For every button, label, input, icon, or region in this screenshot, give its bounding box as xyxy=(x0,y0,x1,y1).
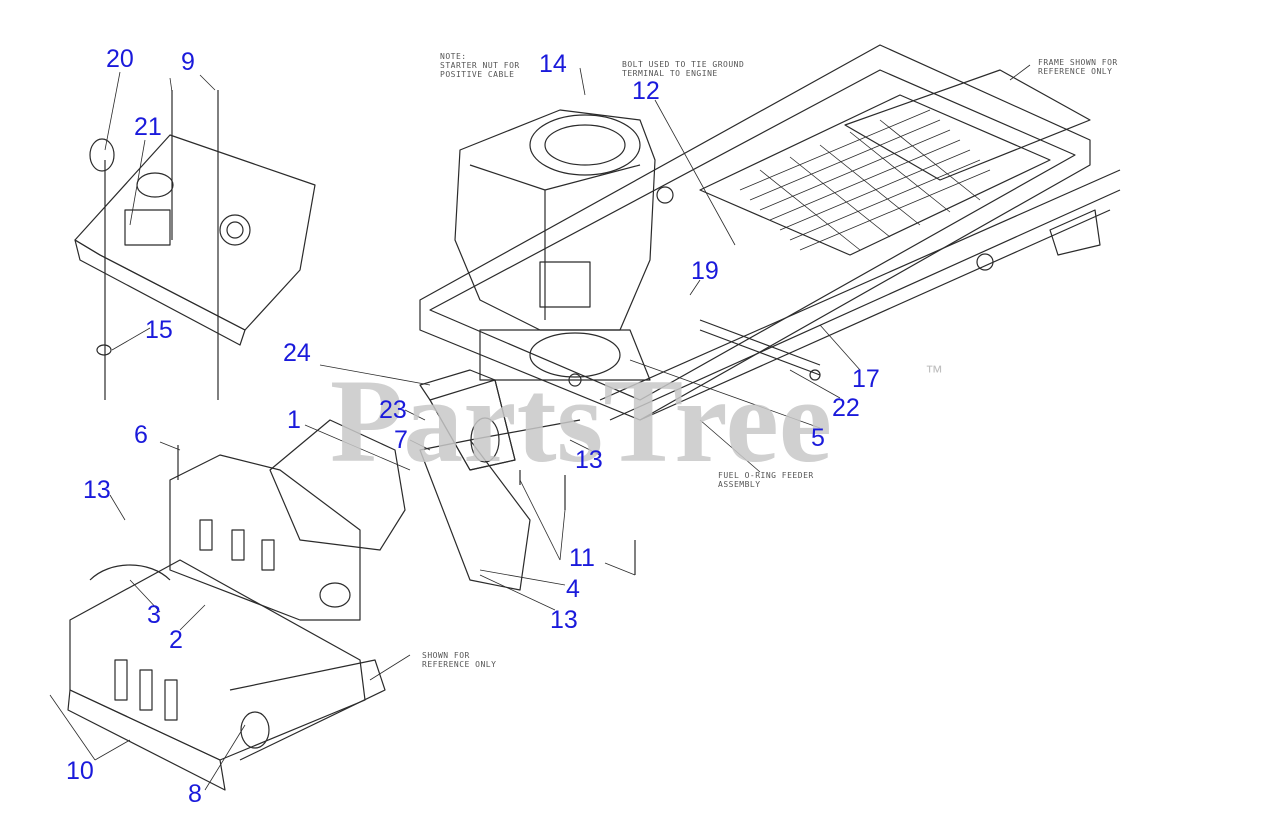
callout-3[interactable]: 3 xyxy=(147,601,161,629)
note-ground-bolt: BOLT USED TO TIE GROUND TERMINAL TO ENGI… xyxy=(622,60,745,78)
watermark: PartsTree xyxy=(330,354,832,487)
leader-lines xyxy=(49,64,1031,791)
note-shown-reference: SHOWN FOR REFERENCE ONLY xyxy=(422,651,497,669)
note-frame-reference: FRAME SHOWN FOR REFERENCE ONLY xyxy=(1038,58,1118,76)
callout-20[interactable]: 20 xyxy=(106,45,134,73)
callout-24[interactable]: 24 xyxy=(283,339,311,367)
callout-1[interactable]: 1 xyxy=(287,406,301,434)
callout-13-left[interactable]: 13 xyxy=(83,476,111,504)
note-starter-nut: NOTE: STARTER NUT FOR POSITIVE CABLE xyxy=(440,52,520,79)
rear-frame-drawing xyxy=(67,559,386,791)
callout-22[interactable]: 22 xyxy=(832,394,860,422)
trademark-symbol: ™ xyxy=(925,362,943,382)
callout-14[interactable]: 14 xyxy=(539,50,567,78)
note-fuel-feeder: FUEL O-RING FEEDER ASSEMBLY xyxy=(718,471,814,489)
callout-2[interactable]: 2 xyxy=(169,626,183,654)
frame-drawing xyxy=(419,44,1121,421)
dash-panel-drawing xyxy=(74,90,316,400)
callout-4[interactable]: 4 xyxy=(566,575,580,603)
callout-23[interactable]: 23 xyxy=(379,396,407,424)
callout-6[interactable]: 6 xyxy=(134,421,148,449)
callout-19[interactable]: 19 xyxy=(691,257,719,285)
shield-drawing xyxy=(169,445,361,621)
muffler-drawing xyxy=(269,369,636,591)
callout-21[interactable]: 21 xyxy=(134,113,162,141)
callout-17[interactable]: 17 xyxy=(852,365,880,393)
callout-12[interactable]: 12 xyxy=(632,77,660,105)
callout-15[interactable]: 15 xyxy=(145,316,173,344)
callout-10[interactable]: 10 xyxy=(66,757,94,785)
callout-8[interactable]: 8 xyxy=(188,780,202,808)
callout-5[interactable]: 5 xyxy=(811,424,825,452)
callout-13-lower[interactable]: 13 xyxy=(550,606,578,634)
callout-7[interactable]: 7 xyxy=(394,426,408,454)
callout-13-upper[interactable]: 13 xyxy=(575,446,603,474)
engine-drawing xyxy=(454,109,674,387)
callout-11[interactable]: 11 xyxy=(569,544,595,572)
callout-9[interactable]: 9 xyxy=(181,48,195,76)
